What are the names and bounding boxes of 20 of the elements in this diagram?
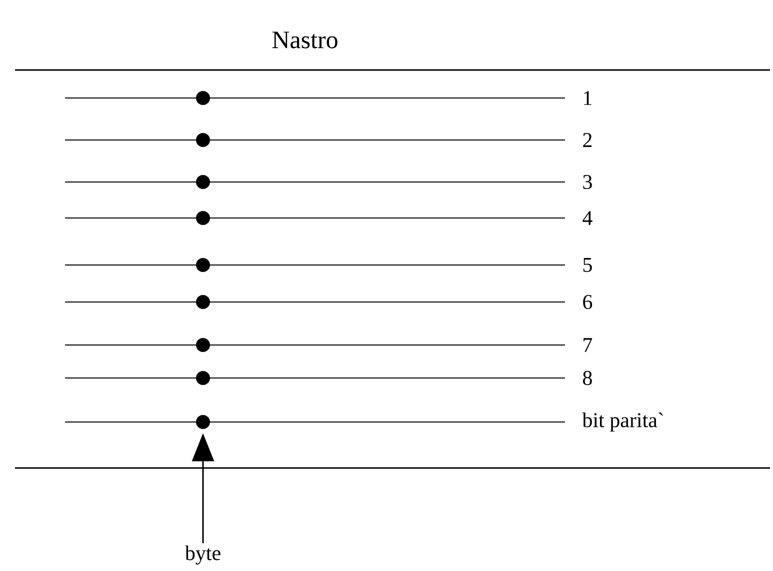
- track-label: 6: [583, 294, 592, 310]
- track-label: 5: [583, 258, 592, 272]
- bit-dot: [196, 175, 210, 189]
- bit-dot: [196, 371, 210, 385]
- track-label: 3: [583, 174, 592, 190]
- track-label: bit parita`: [582, 412, 663, 432]
- bit-dot: [196, 91, 210, 105]
- track-label: 2: [583, 133, 592, 147]
- track-label: 7: [584, 338, 592, 352]
- bit-dot: [196, 338, 210, 352]
- bit-dot: [196, 211, 210, 225]
- bit-dot: [196, 258, 210, 272]
- bit-dot: [196, 415, 210, 429]
- bit-dot: [196, 133, 210, 147]
- track-label: 8: [583, 370, 592, 386]
- title: Nastro: [272, 32, 338, 48]
- track-label: 1: [584, 91, 592, 105]
- bit-dot: [196, 295, 210, 309]
- track-label: 4: [582, 211, 592, 225]
- byte-label: byte: [184, 545, 220, 565]
